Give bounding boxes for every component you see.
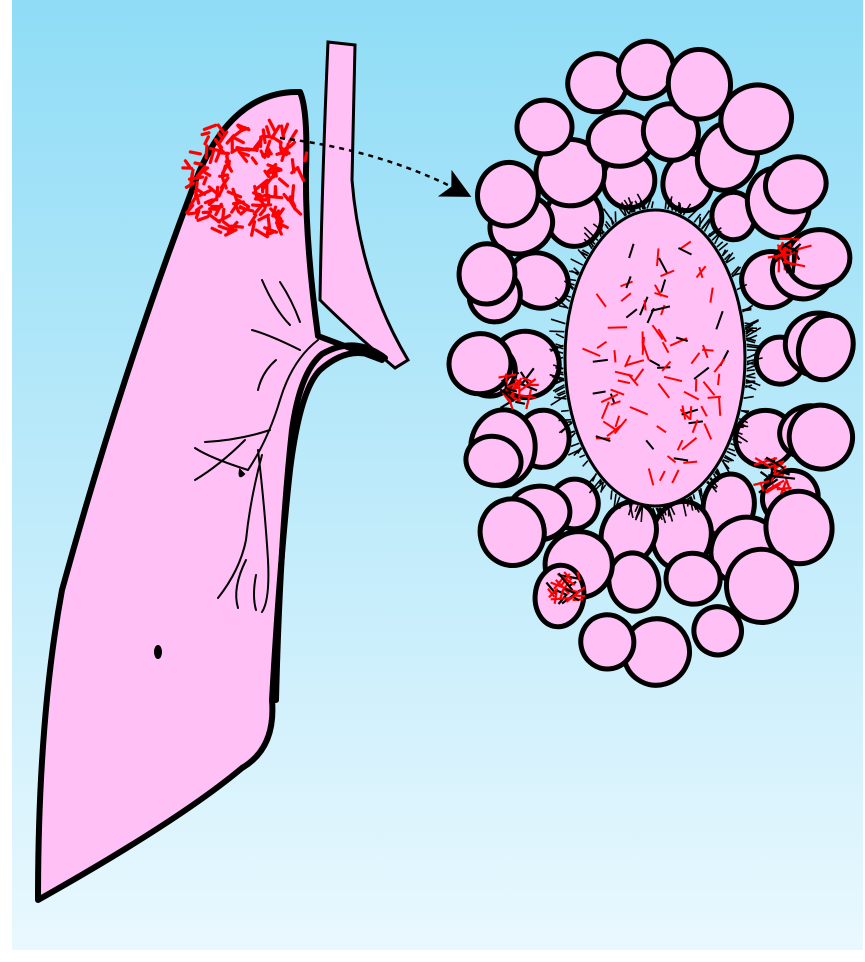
fringe-stroke xyxy=(709,233,710,236)
bacillus xyxy=(645,300,646,310)
fringe-stroke xyxy=(737,426,748,427)
epithelioid-cell xyxy=(516,99,573,155)
fringe-stroke xyxy=(644,202,645,209)
lesion-bacillus xyxy=(257,205,271,206)
satellite-bacillus xyxy=(783,469,792,470)
bacillus xyxy=(702,350,714,351)
lesion-bacillus xyxy=(223,210,224,220)
bacillus xyxy=(690,406,691,420)
lesion-bacillus xyxy=(242,129,248,131)
lesion-bacillus xyxy=(292,186,293,200)
lesion-bacillus xyxy=(270,197,282,198)
lesion-bacillus xyxy=(202,133,209,135)
lesion-bacillus xyxy=(275,167,276,176)
lesion-bacillus xyxy=(191,174,192,182)
fringe-stroke xyxy=(559,420,572,421)
fringe-stroke xyxy=(700,217,701,227)
bacillus xyxy=(708,397,721,398)
lesion-bacillus xyxy=(206,146,207,158)
lesion-bacillus xyxy=(189,213,196,214)
lesion-bacillus xyxy=(195,163,201,164)
lesion-bacillus xyxy=(190,152,200,154)
lesion-bacillus xyxy=(263,136,272,137)
satellite-bacillus xyxy=(779,239,799,240)
lesion-bacillus xyxy=(220,175,228,176)
caseous-center xyxy=(565,210,745,506)
lesion-bacillus xyxy=(231,226,242,227)
lesion-bacillus xyxy=(196,211,198,218)
fringe-stroke xyxy=(747,370,755,371)
bacillus xyxy=(614,350,615,362)
lymph-node-dot xyxy=(154,645,162,659)
fringe-stroke xyxy=(688,498,689,507)
lesion-bacillus xyxy=(204,178,206,184)
lesion-bacillus xyxy=(246,149,257,150)
bacillus xyxy=(718,374,719,385)
bacillus xyxy=(683,462,697,463)
lesion-bacillus xyxy=(305,153,306,161)
lesion-bacillus xyxy=(281,142,282,153)
bacillus xyxy=(608,327,627,328)
fringe-stroke xyxy=(561,411,569,412)
epithelioid-cell xyxy=(457,242,517,306)
fringe-stroke xyxy=(549,331,564,332)
fringe-stroke xyxy=(555,368,563,369)
fringe-stroke xyxy=(611,490,612,499)
lesion-bacillus xyxy=(203,212,210,213)
fringe-stroke xyxy=(745,323,752,324)
lesion-bacillus xyxy=(268,217,270,230)
bacillus xyxy=(719,398,720,416)
